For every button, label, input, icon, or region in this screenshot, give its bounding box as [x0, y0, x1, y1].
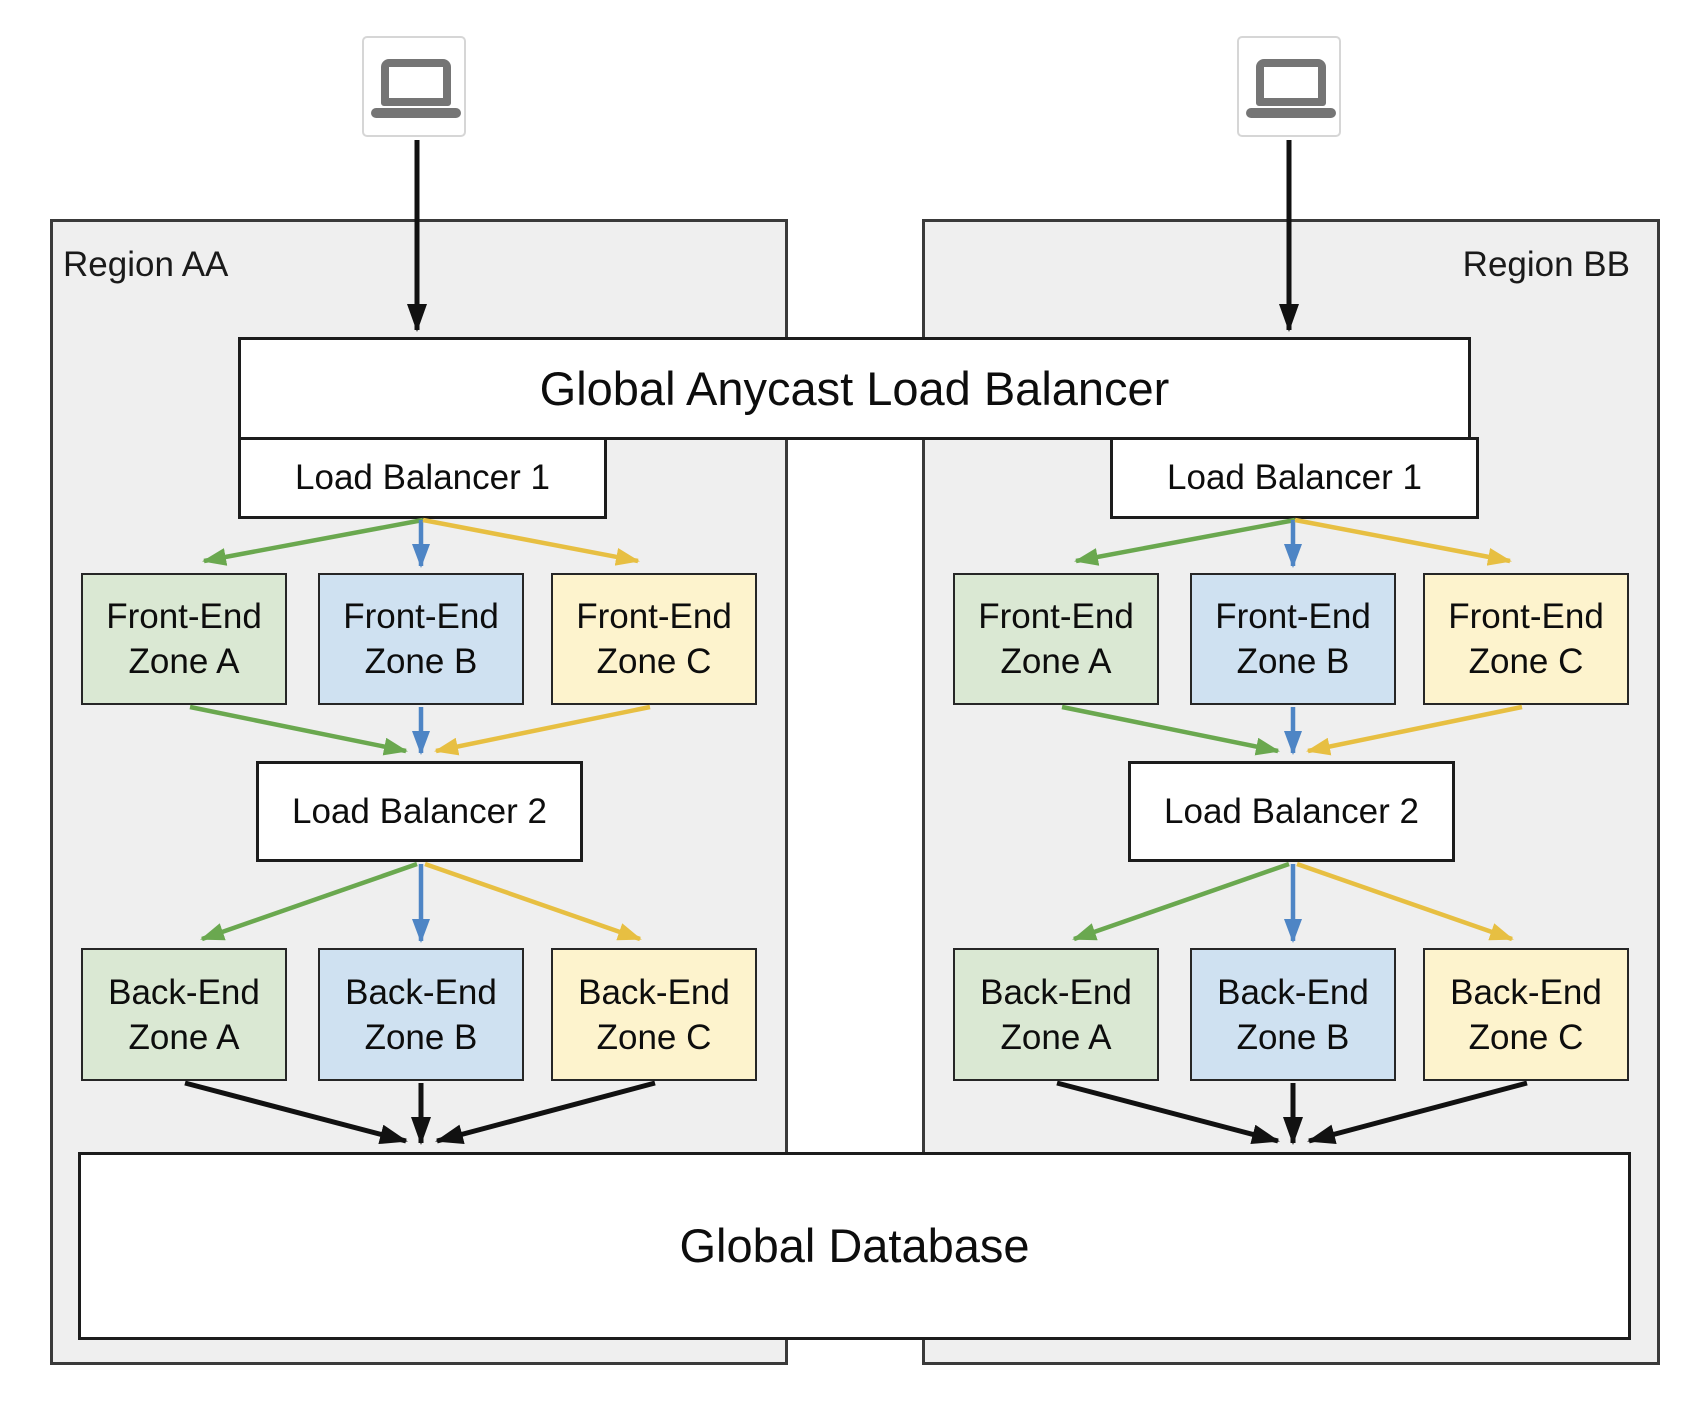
load-balancer-2-aa-label: Load Balancer 2 — [292, 791, 547, 831]
front-end-zone-c-bb: Front-End Zone C — [1423, 573, 1629, 705]
zone-label-line: Zone A — [128, 1017, 240, 1057]
back-end-zone-c-aa: Back-End Zone C — [551, 948, 757, 1081]
zone-label-line: Zone C — [1468, 1017, 1584, 1057]
zone-label-line: Back-End — [1217, 972, 1369, 1012]
region-aa-label: Region AA — [63, 245, 229, 284]
front-end-zone-b-aa: Front-End Zone B — [318, 573, 524, 705]
front-end-zone-b-bb: Front-End Zone B — [1190, 573, 1396, 705]
zone-label-line: Zone A — [128, 642, 240, 681]
zone-label-line: Zone A — [1000, 1017, 1112, 1057]
back-end-zone-b-bb: Back-End Zone B — [1190, 948, 1396, 1081]
zone-label-line: Zone B — [1236, 642, 1350, 681]
global-database-box: Global Database — [78, 1152, 1631, 1340]
zone-label-line: Back-End — [345, 972, 497, 1012]
zone-label-line: Zone B — [364, 642, 478, 681]
zone-label-line: Back-End — [980, 972, 1132, 1012]
laptop-icon — [381, 59, 451, 106]
zone-label-line: Front-End — [1448, 597, 1604, 636]
zone-label-line: Back-End — [108, 972, 260, 1012]
zone-label-line: Front-End — [343, 597, 499, 636]
client-laptop-bb — [1237, 36, 1341, 137]
load-balancer-2-aa: Load Balancer 2 — [256, 761, 583, 862]
load-balancer-2-bb-label: Load Balancer 2 — [1164, 791, 1419, 831]
zone-label-line: Zone C — [1468, 642, 1584, 681]
front-end-zone-a-bb: Front-End Zone A — [953, 573, 1159, 705]
back-end-zone-a-aa: Back-End Zone A — [81, 948, 287, 1081]
zone-label-line: Front-End — [978, 597, 1134, 636]
laptop-icon — [371, 108, 461, 118]
region-bb-label: Region BB — [1462, 245, 1630, 284]
laptop-icon — [1246, 108, 1336, 118]
front-end-zone-a-aa: Front-End Zone A — [81, 573, 287, 705]
back-end-zone-b-aa: Back-End Zone B — [318, 948, 524, 1081]
zone-label-line: Back-End — [1450, 972, 1602, 1012]
global-anycast-load-balancer-box: Global Anycast Load Balancer — [238, 337, 1471, 440]
back-end-zone-c-bb: Back-End Zone C — [1423, 948, 1629, 1081]
zone-label-line: Back-End — [578, 972, 730, 1012]
zone-label-line: Zone A — [1000, 642, 1112, 681]
global-anycast-load-balancer-label: Global Anycast Load Balancer — [539, 361, 1170, 415]
load-balancer-1-aa-label: Load Balancer 1 — [295, 458, 550, 497]
load-balancer-1-bb: Load Balancer 1 — [1110, 437, 1479, 519]
zone-label-line: Front-End — [106, 597, 262, 636]
load-balancer-1-bb-label: Load Balancer 1 — [1167, 458, 1422, 497]
global-database-label: Global Database — [679, 1219, 1030, 1272]
zone-label-line: Zone C — [596, 642, 712, 681]
zone-label-line: Front-End — [1215, 597, 1371, 636]
back-end-zone-a-bb: Back-End Zone A — [953, 948, 1159, 1081]
load-balancer-2-bb: Load Balancer 2 — [1128, 761, 1455, 862]
client-laptop-aa — [362, 36, 466, 137]
zone-label-line: Zone B — [364, 1017, 478, 1057]
zone-label-line: Front-End — [576, 597, 732, 636]
front-end-zone-c-aa: Front-End Zone C — [551, 573, 757, 705]
zone-label-line: Zone B — [1236, 1017, 1350, 1057]
laptop-icon — [1256, 59, 1326, 106]
zone-label-line: Zone C — [596, 1017, 712, 1057]
load-balancer-1-aa: Load Balancer 1 — [238, 437, 607, 519]
